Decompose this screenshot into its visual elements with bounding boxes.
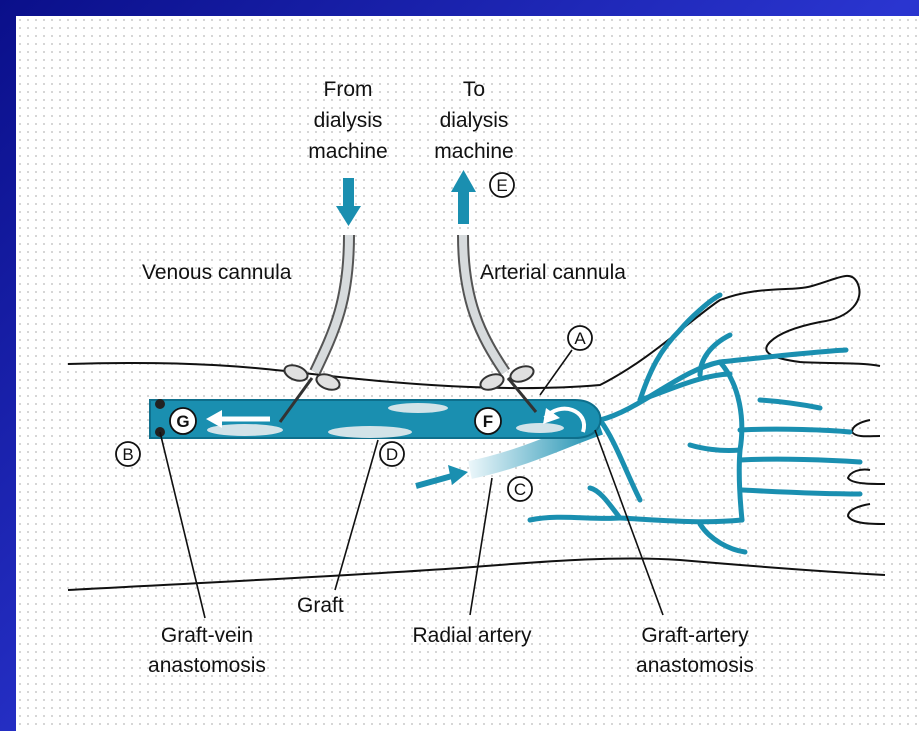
svg-text:machine: machine xyxy=(434,140,513,163)
label-graft: Graft xyxy=(297,594,344,617)
svg-text:A: A xyxy=(574,329,586,348)
leader-lines xyxy=(160,350,663,618)
marker-C: C xyxy=(508,477,532,501)
finger-outlines xyxy=(848,420,885,524)
svg-text:machine: machine xyxy=(308,140,387,163)
svg-text:anastomosis: anastomosis xyxy=(148,654,266,677)
marker-D: D xyxy=(380,442,404,466)
svg-text:G: G xyxy=(176,412,189,431)
anastomosis-dot-top xyxy=(155,399,165,409)
label-graft-artery: Graft-artery anastomosis xyxy=(636,624,754,677)
svg-text:dialysis: dialysis xyxy=(314,109,383,132)
label-graft-vein: Graft-vein anastomosis xyxy=(148,624,266,677)
svg-text:From: From xyxy=(324,78,373,101)
artery-inflow-arrow xyxy=(416,465,468,486)
svg-text:Graft-vein: Graft-vein xyxy=(161,624,253,647)
svg-text:C: C xyxy=(514,480,526,499)
from-machine-arrow xyxy=(336,178,361,226)
marker-A: A xyxy=(568,326,592,350)
label-arterial-cannula: Arterial cannula xyxy=(480,261,626,284)
marker-F: F xyxy=(475,408,501,434)
svg-text:E: E xyxy=(496,176,507,195)
svg-text:D: D xyxy=(386,445,398,464)
svg-text:B: B xyxy=(122,445,133,464)
to-machine-arrow xyxy=(451,170,476,224)
label-radial-artery: Radial artery xyxy=(412,624,532,647)
svg-text:F: F xyxy=(483,412,493,431)
marker-E: E xyxy=(490,173,514,197)
svg-text:dialysis: dialysis xyxy=(440,109,509,132)
svg-text:anastomosis: anastomosis xyxy=(636,654,754,677)
label-from-dialysis: From dialysis machine xyxy=(308,78,387,163)
label-venous-cannula: Venous cannula xyxy=(142,261,292,284)
label-to-dialysis: To dialysis machine xyxy=(434,78,513,163)
svg-text:Graft-artery: Graft-artery xyxy=(641,624,749,647)
marker-G: G xyxy=(170,408,196,434)
marker-B: B xyxy=(116,442,140,466)
svg-text:To: To xyxy=(463,78,485,101)
